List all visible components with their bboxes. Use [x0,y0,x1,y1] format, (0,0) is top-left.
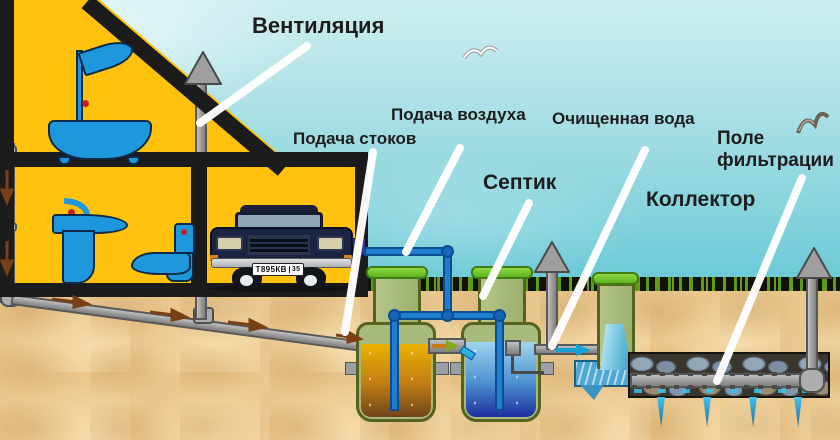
car-shadow [208,285,358,292]
air-pipe-into-tank1 [390,311,399,411]
car-hubcap-left [240,275,253,286]
air-pipe-joint [441,309,454,322]
filtration-field-label: Поле фильтрации [717,128,834,172]
purified-water-label: Очищенная вода [552,109,695,128]
air-pipe-joint [388,309,401,322]
interior-wall [191,167,207,283]
purified-water-pipe [534,344,601,355]
plate-region: 35 [288,266,301,273]
bathtub-foot [127,156,140,165]
plate-number: Т895КВ [255,265,287,274]
septic-label: Септик [483,171,557,194]
toilet-button [181,229,187,235]
bathtub-foot [58,156,71,165]
collector-label: Коллектор [646,188,756,211]
tank1-lid [366,266,428,279]
house-left-wall [0,0,14,297]
outlet-dip-tube [511,356,514,373]
tank1-stub-right [435,362,449,375]
air-pipe-into-tank2 [495,311,504,411]
tank2-outlet-fitting [505,340,521,356]
air-pipe-joint [493,309,506,322]
car-headlight-left [216,236,243,251]
outlet-dip-tube-arm [511,371,544,374]
car-hubcap-right [304,275,317,286]
water-drip [794,397,802,427]
toilet-bowl [131,252,191,275]
ventilation-label: Вентиляция [252,13,385,38]
mid-vent-stack [546,268,558,350]
air-pipe-horizontal-upper [364,247,451,256]
water-drip [657,397,665,427]
air-pipe-joint [441,245,454,258]
sink-valve [68,209,75,216]
shower-valve [82,100,89,107]
sink-faucet [64,198,90,215]
collector-lid [592,272,639,285]
collector-pool-point [580,385,604,400]
tank2-lid [471,266,533,279]
water-drip [749,397,757,427]
car-headlight-right [317,236,344,251]
washbasin-pedestal [62,230,95,284]
distribution-perforated-pipe [630,372,816,389]
air-supply-label: Подача воздуха [391,105,526,124]
sewage-supply-label: Подача стоков [293,129,417,148]
water-drip [703,397,711,427]
water-seepage [634,389,814,393]
car-grille [248,235,310,255]
field-vent-elbow [799,368,825,393]
